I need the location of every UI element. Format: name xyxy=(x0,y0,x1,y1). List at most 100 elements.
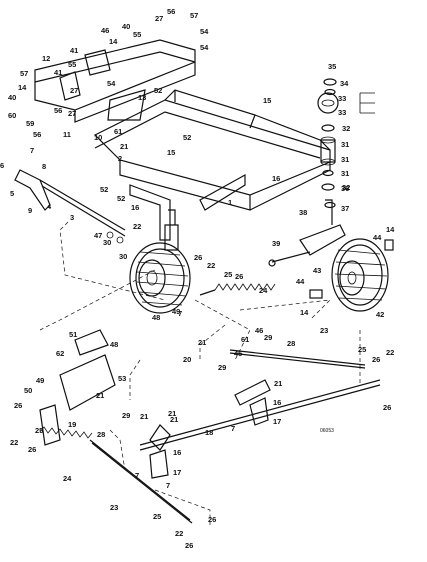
callout-26h: 26 xyxy=(185,541,193,550)
drawing-code: 06053 xyxy=(320,428,334,434)
callout-41b: 41 xyxy=(54,68,62,77)
callout-16b: 16 xyxy=(131,203,139,212)
callout-39: 39 xyxy=(272,239,280,248)
callout-22c: 22 xyxy=(386,348,394,357)
callout-44: 44 xyxy=(373,233,382,242)
lift-link-left xyxy=(14,169,126,244)
callout-54c: 54 xyxy=(107,79,116,88)
callout-3: 3 xyxy=(70,213,74,222)
callout-56c: 56 xyxy=(33,130,41,139)
lift-rod-upper xyxy=(229,349,366,369)
callout-22b: 22 xyxy=(207,261,215,270)
callout-55b: 55 xyxy=(68,60,76,69)
callout-46b: 46 xyxy=(255,326,263,335)
reference-lines xyxy=(39,221,361,525)
callout-61: 61 xyxy=(114,127,122,136)
callout-21: 21 xyxy=(120,142,128,151)
callout-5: 5 xyxy=(10,189,14,198)
callout-35: 35 xyxy=(328,62,336,71)
callout-56b: 56 xyxy=(54,106,62,115)
callout-7c: 7 xyxy=(231,424,235,433)
callout-26f: 26 xyxy=(28,445,36,454)
callout-14c: 14 xyxy=(386,225,395,234)
callout-14: 14 xyxy=(109,37,118,46)
callout-22: 22 xyxy=(133,222,141,231)
callout-40: 40 xyxy=(122,22,130,31)
callout-53: 53 xyxy=(118,374,126,383)
callout-18: 18 xyxy=(205,428,213,437)
callout-21c: 21 xyxy=(96,391,104,400)
callout-45: 45 xyxy=(234,349,242,358)
callout-38: 38 xyxy=(299,208,307,217)
callout-16: 16 xyxy=(272,174,280,183)
callout-16d: 16 xyxy=(173,448,181,457)
callout-19: 19 xyxy=(68,420,76,429)
callout-30b: 30 xyxy=(119,252,127,261)
bearing-stack xyxy=(317,78,375,209)
callout-7b: 7 xyxy=(178,309,182,318)
callout-25d: 25 xyxy=(153,512,161,521)
callout-9: 9 xyxy=(28,206,32,215)
callout-7d: 7 xyxy=(135,471,139,480)
callout-26c: 26 xyxy=(372,355,380,364)
callout-52: 52 xyxy=(154,86,162,95)
spring-upper xyxy=(199,283,276,296)
callout-57b: 57 xyxy=(20,69,28,78)
callout-29: 29 xyxy=(264,333,272,342)
callout-7: 7 xyxy=(30,146,34,155)
callout-28b: 28 xyxy=(97,430,105,439)
callout-43: 43 xyxy=(313,266,321,275)
callout-37: 37 xyxy=(341,204,349,213)
callout-21g: 21 xyxy=(170,415,178,424)
lift-pivot-plate xyxy=(34,39,196,123)
callout-17: 17 xyxy=(273,417,281,426)
right-caster-wheel xyxy=(299,136,389,312)
callout-2: 2 xyxy=(118,154,122,163)
callout-54: 54 xyxy=(200,27,209,36)
callout-7e: 7 xyxy=(166,481,170,490)
lift-rod-lower xyxy=(89,439,193,524)
callout-52d: 52 xyxy=(117,194,125,203)
callout-32b: 32 xyxy=(342,183,350,192)
spring-lower xyxy=(39,426,93,439)
callout-46: 46 xyxy=(101,26,109,35)
callout-8: 8 xyxy=(42,162,46,171)
callout-28: 28 xyxy=(287,339,295,348)
callout-26d: 26 xyxy=(383,403,391,412)
callout-54b: 54 xyxy=(200,43,209,52)
callout-26g: 26 xyxy=(208,515,216,524)
callout-1: 1 xyxy=(228,198,232,207)
callout-15b: 15 xyxy=(167,148,175,157)
callout-16c: 16 xyxy=(273,398,281,407)
callout-26: 26 xyxy=(194,253,202,262)
callout-36: 36 xyxy=(341,184,349,193)
callout-32: 32 xyxy=(342,124,350,133)
callout-26e: 26 xyxy=(14,401,22,410)
callout-62: 62 xyxy=(56,349,64,358)
callout-40b: 40 xyxy=(8,93,16,102)
callout-23: 23 xyxy=(320,326,328,335)
callout-50: 50 xyxy=(24,386,32,395)
callout-21e: 21 xyxy=(274,379,282,388)
callout-labels: 1 2 3 4 5 6 7 8 9 10 11 12 13 14 14 14 1… xyxy=(0,7,395,550)
callout-31: 31 xyxy=(341,140,349,149)
callout-14b: 14 xyxy=(18,83,27,92)
callout-51: 51 xyxy=(69,330,77,339)
callout-52c: 52 xyxy=(100,185,108,194)
callout-24: 24 xyxy=(259,286,268,295)
callout-56: 56 xyxy=(167,7,175,16)
callout-21f: 21 xyxy=(168,409,176,418)
callout-61b: 61 xyxy=(241,335,249,344)
callout-42: 42 xyxy=(376,310,384,319)
callout-17b: 17 xyxy=(173,468,181,477)
callout-55: 55 xyxy=(133,30,141,39)
callout-15: 15 xyxy=(263,96,271,105)
callout-14d: 14 xyxy=(300,308,309,317)
callout-25: 25 xyxy=(224,270,232,279)
callout-13: 13 xyxy=(138,93,146,102)
lift-shaft xyxy=(139,379,381,479)
callout-57: 57 xyxy=(190,11,198,20)
callout-52b: 52 xyxy=(183,133,191,142)
callout-34: 34 xyxy=(340,79,349,88)
